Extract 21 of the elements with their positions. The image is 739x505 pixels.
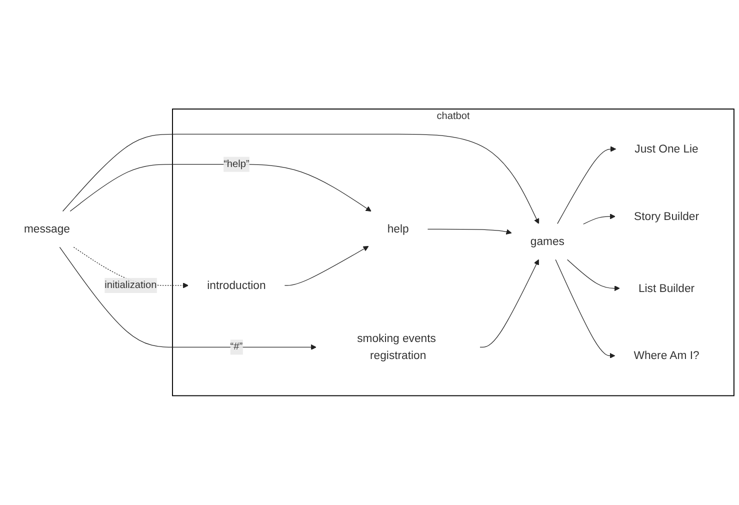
- arrow: [583, 214, 616, 225]
- arrow: [62, 134, 540, 224]
- edge-label: “help”: [224, 158, 250, 170]
- arrow: [555, 259, 616, 359]
- arrow: [284, 246, 369, 286]
- node-text: introduction: [207, 278, 266, 292]
- arrow: [557, 146, 616, 224]
- edge-label: initialization: [104, 280, 157, 291]
- node-text: Just One Lie: [634, 142, 698, 156]
- edge-label: “#”: [230, 342, 243, 352]
- arrow: [427, 229, 512, 235]
- arrow: [480, 260, 539, 348]
- node-text: games: [530, 235, 564, 248]
- node-text: smoking events registration: [357, 332, 436, 362]
- node-text: help: [387, 222, 409, 236]
- arrow: [567, 259, 620, 292]
- arrow: [70, 164, 372, 212]
- node-text: List Builder: [638, 282, 695, 294]
- node-text: Story Builder: [634, 210, 699, 223]
- node-text: message: [24, 222, 70, 236]
- node-text: Where Am I?: [634, 349, 700, 362]
